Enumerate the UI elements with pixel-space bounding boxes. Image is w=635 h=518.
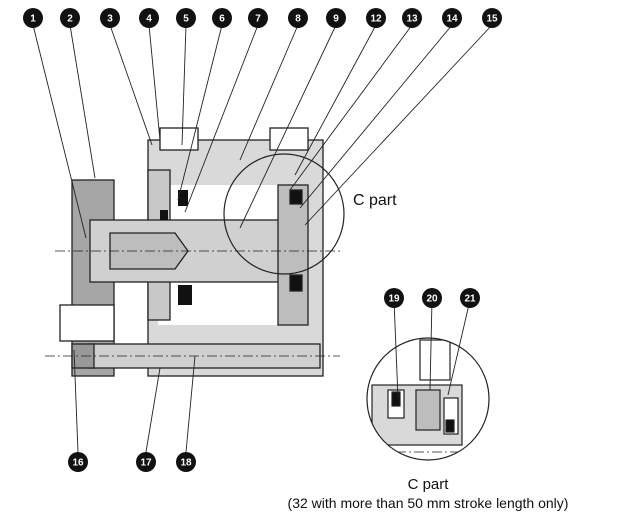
callout-8: 8 xyxy=(288,8,308,28)
svg-text:12: 12 xyxy=(370,14,382,25)
callout-20: 20 xyxy=(422,288,442,308)
callout-15: 15 xyxy=(482,8,502,28)
callout-7: 7 xyxy=(248,8,268,28)
svg-text:2: 2 xyxy=(67,14,73,25)
svg-text:3: 3 xyxy=(107,14,113,25)
callout-badges: 1 2 3 4 5 6 7 8 9 12 13 14 15 16 17 18 1… xyxy=(23,8,502,472)
c-part-detail-label: C part xyxy=(408,476,450,493)
callout-3: 3 xyxy=(100,8,120,28)
svg-text:15: 15 xyxy=(486,14,498,25)
svg-text:14: 14 xyxy=(446,14,458,25)
callout-18: 18 xyxy=(176,452,196,472)
svg-text:4: 4 xyxy=(146,14,152,25)
callout-17: 17 xyxy=(136,452,156,472)
c-part-circle xyxy=(223,153,345,275)
svg-text:18: 18 xyxy=(180,458,192,469)
svg-text:13: 13 xyxy=(406,14,418,25)
svg-text:21: 21 xyxy=(464,294,476,305)
callout-19: 19 xyxy=(384,288,404,308)
c-part-note: (32 with more than 50 mm stroke length o… xyxy=(288,495,569,511)
svg-text:9: 9 xyxy=(333,14,339,25)
rod-seals xyxy=(160,190,192,305)
callout-2: 2 xyxy=(60,8,80,28)
callout-5: 5 xyxy=(176,8,196,28)
callout-16: 16 xyxy=(68,452,88,472)
callout-21: 21 xyxy=(460,288,480,308)
svg-text:8: 8 xyxy=(295,14,301,25)
callout-1: 1 xyxy=(23,8,43,28)
callout-12: 12 xyxy=(366,8,386,28)
svg-text:19: 19 xyxy=(388,294,400,305)
callout-13: 13 xyxy=(402,8,422,28)
svg-text:7: 7 xyxy=(255,14,261,25)
svg-text:20: 20 xyxy=(426,294,438,305)
svg-text:1: 1 xyxy=(30,14,36,25)
svg-text:16: 16 xyxy=(72,458,84,469)
callout-14: 14 xyxy=(442,8,462,28)
c-part-label: C part xyxy=(353,192,397,209)
svg-text:5: 5 xyxy=(183,14,189,25)
c-part-detail xyxy=(366,337,490,461)
callout-6: 6 xyxy=(212,8,232,28)
piston xyxy=(277,184,309,326)
svg-text:6: 6 xyxy=(219,14,225,25)
callout-4: 4 xyxy=(139,8,159,28)
leader-lines xyxy=(32,24,493,453)
svg-text:17: 17 xyxy=(140,458,152,469)
center-lines xyxy=(45,250,340,357)
callout-9: 9 xyxy=(326,8,346,28)
